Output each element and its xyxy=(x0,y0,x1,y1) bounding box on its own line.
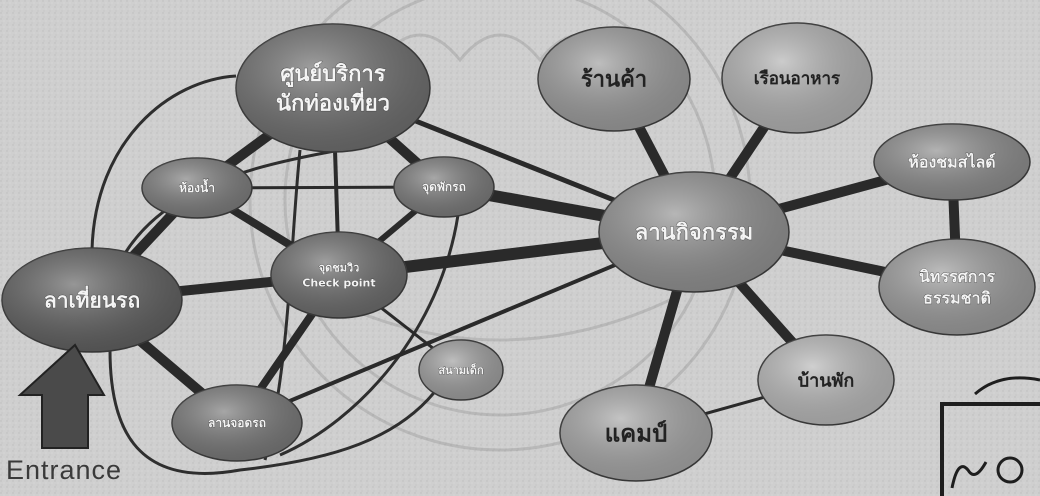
node-label: ร้านค้า xyxy=(581,68,647,93)
node-meeting-room: ห้องชมสไลด์ xyxy=(874,124,1030,200)
node-shading xyxy=(271,232,407,318)
node-restaurant: เรือนอาหาร xyxy=(722,23,872,133)
node-label: แคมป์ xyxy=(605,419,668,447)
node-small-left: ห้องน้ำ xyxy=(142,158,252,218)
node-activity-yard: ลานกิจกรรม xyxy=(599,172,789,292)
node-label: นิทรรศการ xyxy=(919,267,996,286)
node-gate: ลาเที่ยนรถ xyxy=(2,248,182,352)
entrance-label: Entrance xyxy=(6,455,122,486)
node-label: เรือนอาหาร xyxy=(754,68,841,89)
node-label: ศูนย์บริการ xyxy=(280,61,385,88)
node-label: นักท่องเที่ยว xyxy=(276,87,390,117)
node-small-mid: จุดพักรถ xyxy=(394,157,494,217)
node-label: ห้องน้ำ xyxy=(179,178,215,195)
node-label: Check point xyxy=(302,276,375,289)
node-label: ลานจอดรถ xyxy=(208,416,266,430)
node-label: จุดพักรถ xyxy=(422,180,466,195)
node-house: บ้านพัก xyxy=(758,335,894,425)
node-small-right-low: สนามเด็ก xyxy=(419,340,503,400)
node-shading xyxy=(236,24,430,152)
node-label: ธรรมชาติ xyxy=(923,288,991,307)
node-label: ลาเที่ยนรถ xyxy=(44,284,140,312)
node-shading xyxy=(879,239,1035,335)
node-label: จุดชมวิว xyxy=(319,261,360,275)
node-shop: ร้านค้า xyxy=(538,27,690,131)
node-camp: แคมป์ xyxy=(560,385,712,481)
node-label: ห้องชมสไลด์ xyxy=(908,153,995,172)
node-label: ลานกิจกรรม xyxy=(635,221,754,246)
node-small-lower: ลานจอดรถ xyxy=(172,385,302,461)
node-label: สนามเด็ก xyxy=(438,363,484,377)
node-label: บ้านพัก xyxy=(798,370,855,391)
